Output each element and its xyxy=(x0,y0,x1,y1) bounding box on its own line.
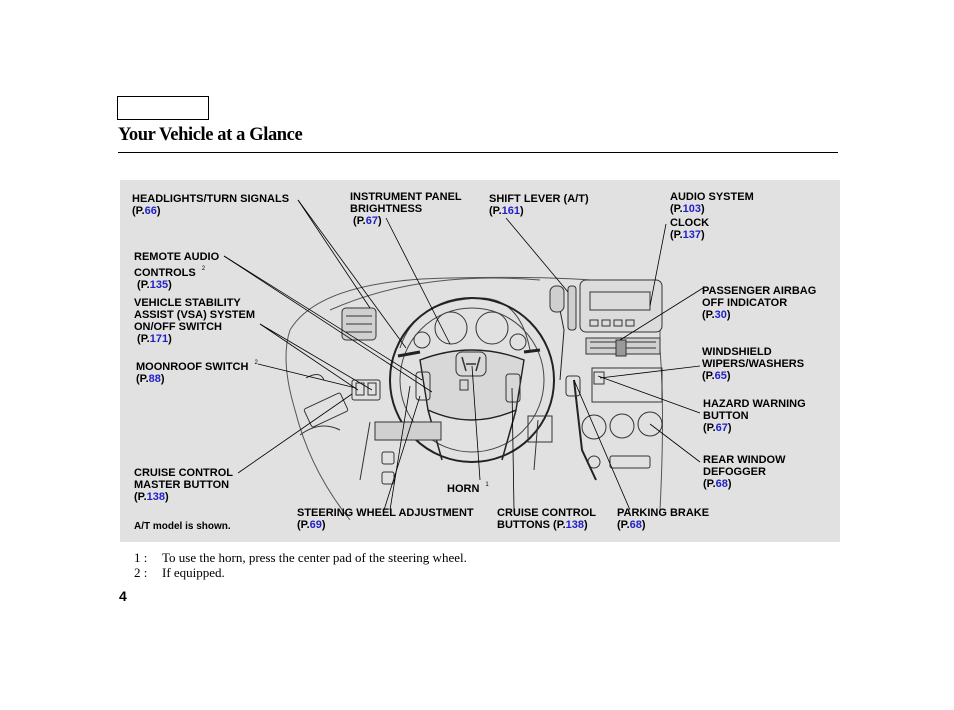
leader-lines xyxy=(223,199,704,511)
page-ref-link[interactable]: 65 xyxy=(714,370,727,382)
label-line: REMOTE AUDIO xyxy=(134,251,220,263)
label-line: CONTROLS xyxy=(134,267,196,279)
page-ref-link[interactable]: 88 xyxy=(148,373,161,385)
footnote-1: 1 : To use the horn, press the center pa… xyxy=(134,550,467,565)
label-line: BRIGHTNESS xyxy=(350,203,423,215)
label-line: PASSENGER AIRBAG xyxy=(702,285,817,297)
page-ref-link[interactable]: 171 xyxy=(149,333,169,345)
label-line: VEHICLE STABILITY xyxy=(134,297,241,309)
label-line: CLOCK xyxy=(670,217,710,229)
label-line: WIPERS/WASHERS xyxy=(702,358,805,370)
page-ref-link[interactable]: 68 xyxy=(715,478,728,490)
footnote-marker: 2 xyxy=(254,360,258,366)
label-line: AUDIO SYSTEM xyxy=(670,191,754,203)
label-shift-lever: SHIFT LEVER (A/T) (P.161) xyxy=(489,193,589,217)
label-line: CRUISE CONTROL xyxy=(134,467,233,479)
footnote-marker: 2 xyxy=(201,266,206,272)
label-line: MOONROOF SWITCH xyxy=(136,361,249,373)
page-ref-link[interactable]: 138 xyxy=(146,491,165,503)
footnote-number: 2 : xyxy=(134,565,148,580)
label-line: MASTER BUTTON xyxy=(134,479,230,491)
page-ref-link[interactable]: 69 xyxy=(309,519,322,531)
label-audio-system: AUDIO SYSTEM (P.103) xyxy=(670,191,754,215)
label-line: ON/OFF SWITCH xyxy=(134,321,222,333)
page-ref-link[interactable]: 30 xyxy=(714,309,727,321)
footnote-text: To use the horn, press the center pad of… xyxy=(162,550,467,565)
label-line: SHIFT LEVER (A/T) xyxy=(489,193,589,205)
label-line: HAZARD WARNING xyxy=(703,398,806,410)
page-ref-link[interactable]: 67 xyxy=(715,422,728,434)
title-rule xyxy=(118,152,838,153)
label-line: DEFOGGER xyxy=(703,466,766,478)
page-title: Your Vehicle at a Glance xyxy=(118,125,303,145)
label-windshield-wipers: WINDSHIELD WIPERS/WASHERS (P.65) xyxy=(702,346,805,382)
label-rear-defogger: REAR WINDOW DEFOGGER (P.68) xyxy=(703,454,786,490)
label-instrument-panel: INSTRUMENT PANEL BRIGHTNESS (P.67) xyxy=(350,191,462,227)
label-line: BUTTON xyxy=(703,410,749,422)
label-cruise-master: CRUISE CONTROL MASTER BUTTON (P.138) xyxy=(134,467,233,503)
label-steering-adjust: STEERING WHEEL ADJUSTMENT (P.69) xyxy=(297,507,474,531)
label-vsa: VEHICLE STABILITY ASSIST (VSA) SYSTEM ON… xyxy=(134,297,256,345)
page-ref-link[interactable]: 66 xyxy=(144,205,157,217)
label-cruise-buttons: CRUISE CONTROL BUTTONS (P.138) xyxy=(497,507,596,531)
footnote-number: 1 : xyxy=(134,550,148,565)
footnote-text: If equipped. xyxy=(162,565,225,580)
label-line: WINDSHIELD xyxy=(702,346,772,358)
label-hazard: HAZARD WARNING BUTTON (P.67) xyxy=(703,398,806,434)
label-line: INSTRUMENT PANEL xyxy=(350,191,462,203)
footnote-marker: 1 xyxy=(485,482,489,488)
footnotes: 1 : To use the horn, press the center pa… xyxy=(134,550,467,580)
page-number: 4 xyxy=(119,588,127,604)
label-line: REAR WINDOW xyxy=(703,454,786,466)
label-passenger-airbag: PASSENGER AIRBAG OFF INDICATOR (P.30) xyxy=(702,285,817,321)
label-line: ASSIST (VSA) SYSTEM xyxy=(134,309,256,321)
label-headlights-text: HEADLIGHTS/TURN SIGNALS xyxy=(132,193,290,205)
page-ref-link[interactable]: 138 xyxy=(565,519,585,531)
label-line: PARKING BRAKE xyxy=(617,507,710,519)
label-line: BUTTONS xyxy=(497,519,550,531)
label-line: CRUISE CONTROL xyxy=(497,507,596,519)
label-line: STEERING WHEEL ADJUSTMENT xyxy=(297,507,474,519)
label-clock: CLOCK (P.137) xyxy=(670,217,710,241)
page-ref-link[interactable]: 137 xyxy=(682,229,701,241)
label-parking-brake: PARKING BRAKE (P.68) xyxy=(617,507,710,531)
page-ref-link[interactable]: 68 xyxy=(629,519,642,531)
model-note: A/T model is shown. xyxy=(134,521,231,532)
label-horn: HORN 1 xyxy=(447,479,489,495)
page-ref-link[interactable]: 161 xyxy=(501,205,520,217)
section-tab-box xyxy=(117,96,209,120)
label-line: HORN xyxy=(447,483,480,495)
label-headlights: HEADLIGHTS/TURN SIGNALS (P.66) xyxy=(132,193,290,217)
page-ref-link[interactable]: 103 xyxy=(682,203,701,215)
dashboard-illustration xyxy=(285,276,663,521)
footnote-2: 2 : If equipped. xyxy=(134,565,467,580)
label-line: OFF INDICATOR xyxy=(702,297,788,309)
page-ref-link[interactable]: 67 xyxy=(365,215,378,227)
page-ref-link[interactable]: 135 xyxy=(149,279,169,291)
